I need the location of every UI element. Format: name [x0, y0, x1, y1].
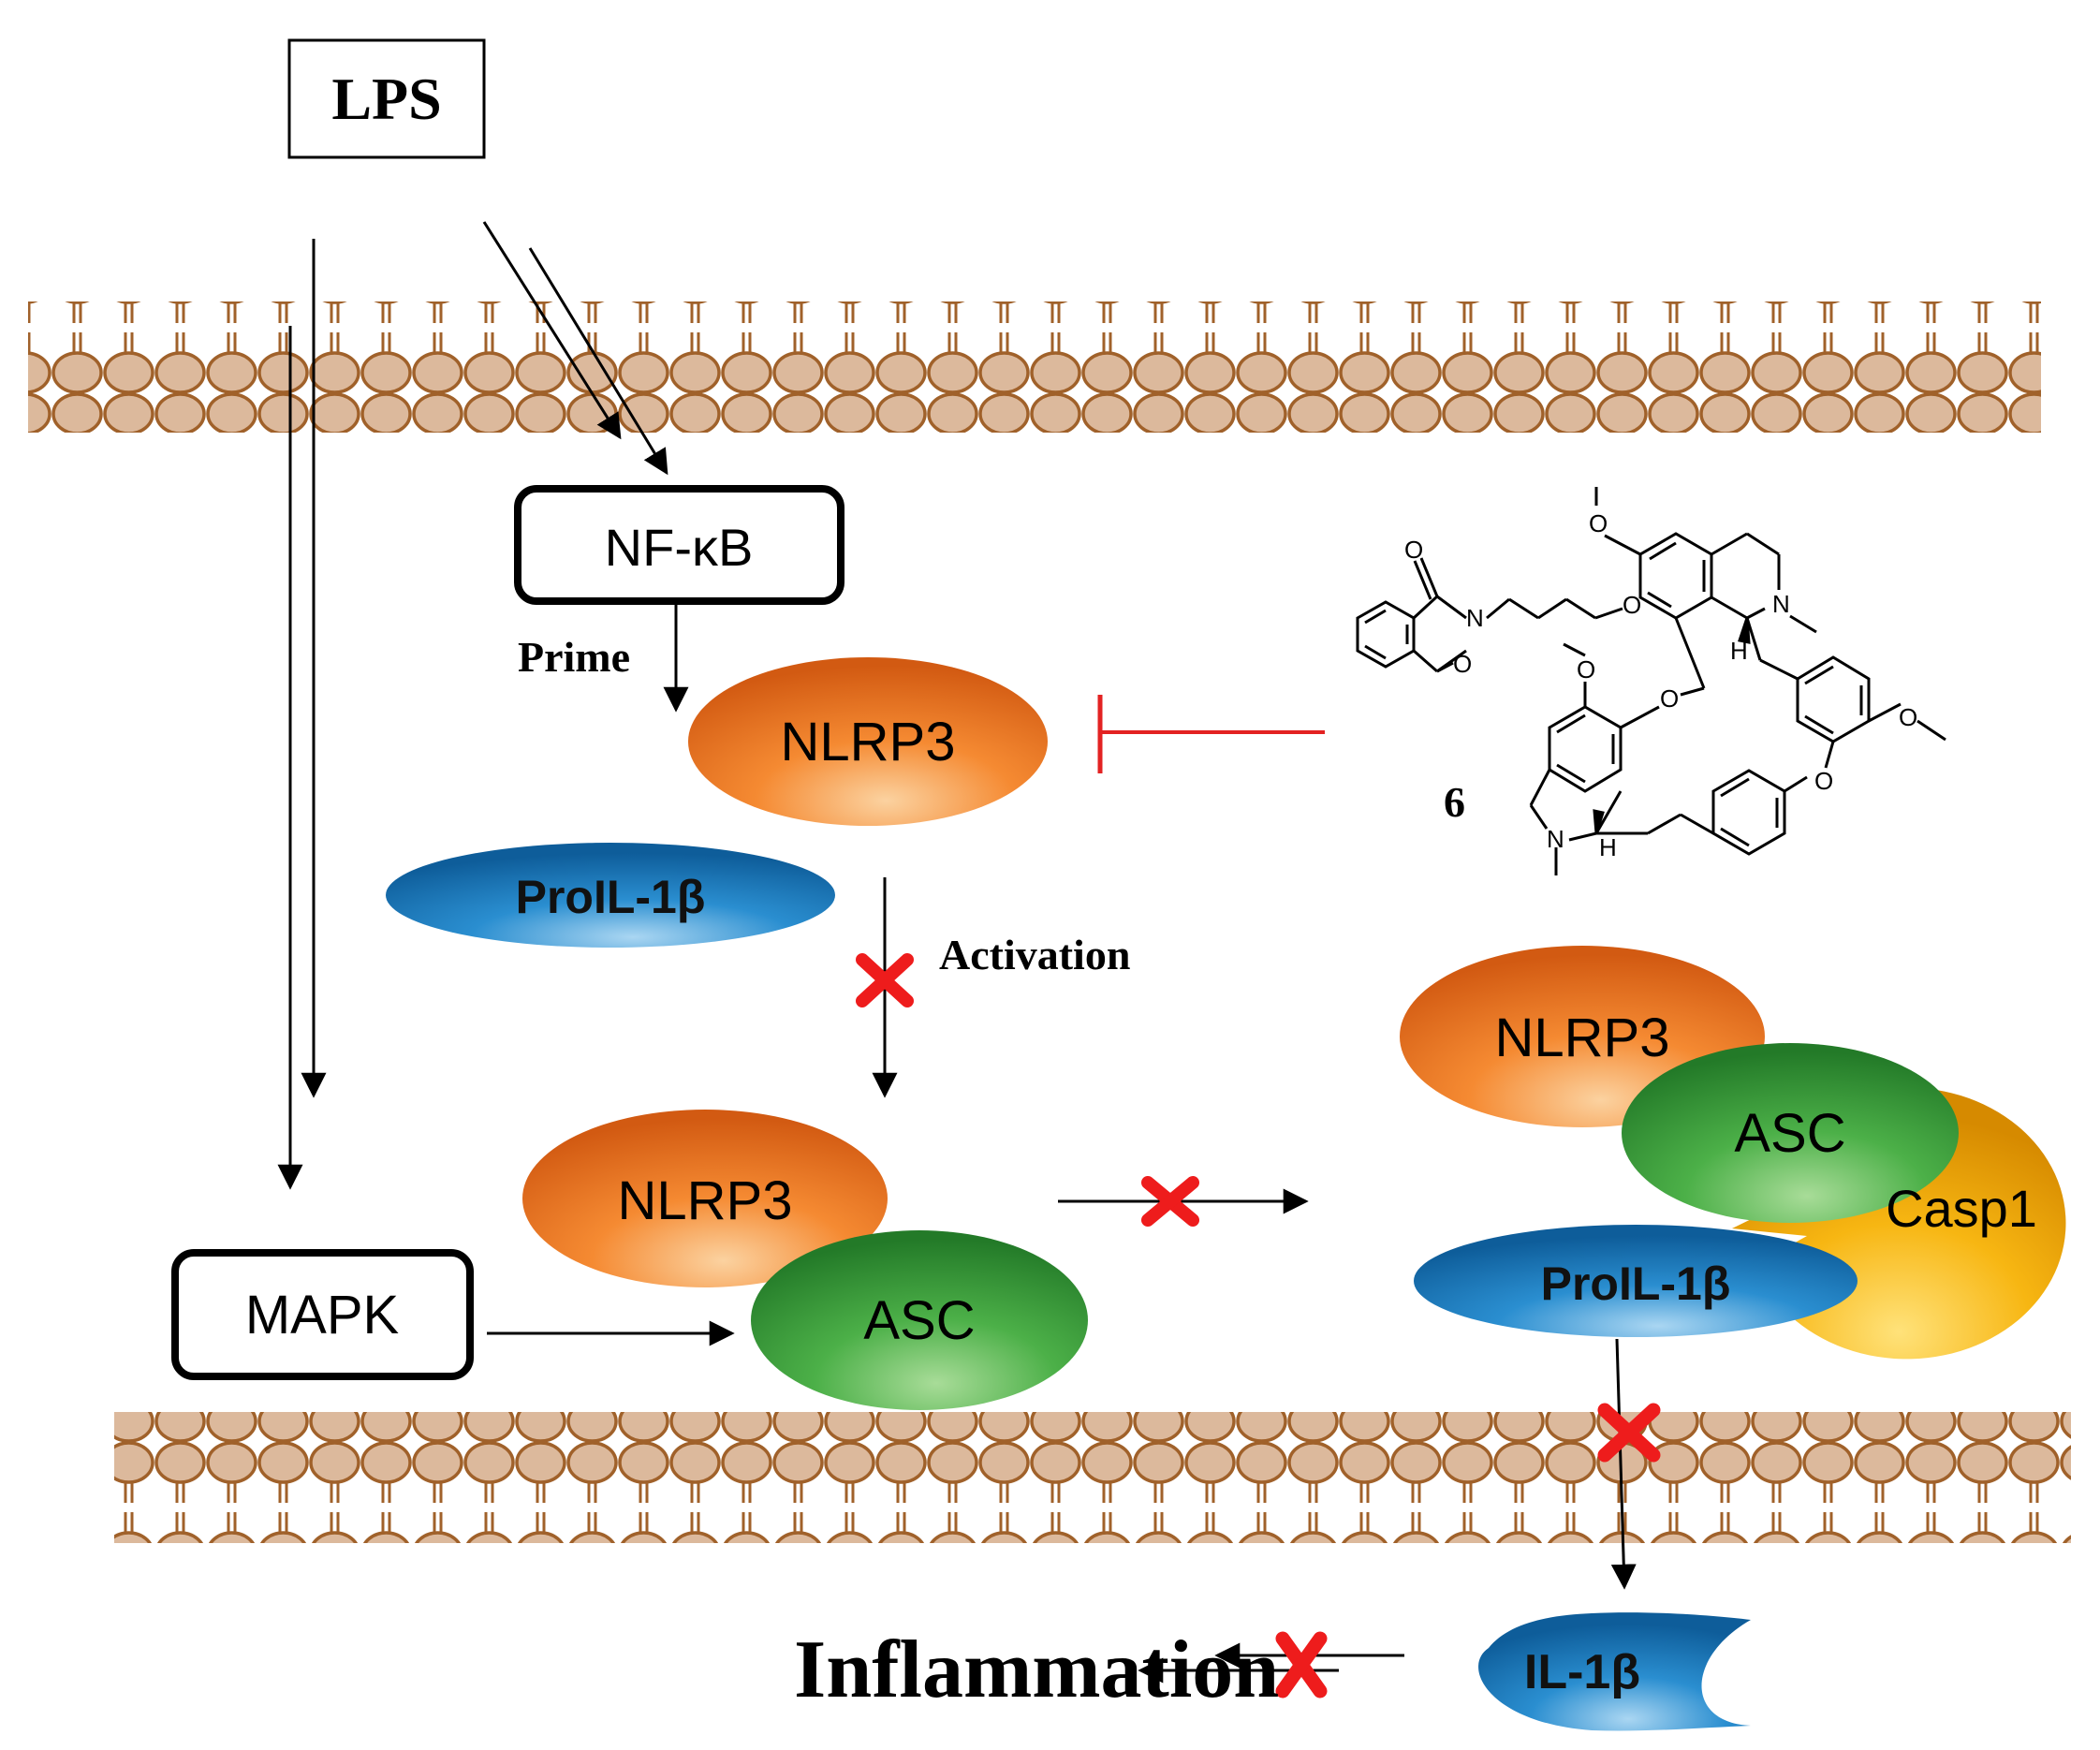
upper-membrane: [28, 301, 2041, 433]
prolil-left-label: ProIL-1β: [516, 871, 706, 923]
nlrp3-right-label: NLRP3: [1495, 1007, 1670, 1068]
lower-membrane: [114, 1412, 2071, 1543]
asc-mid-label: ASC: [863, 1290, 975, 1351]
asc-right: ASC: [1622, 1043, 1959, 1223]
lps-nfkb-arrow-2: [528, 247, 668, 476]
atom-o-ome2: O: [1577, 655, 1595, 684]
nlrp3-top-label: NLRP3: [781, 712, 956, 772]
inhibition-tbar: [1097, 695, 1325, 773]
inflammation-label: Inflammation: [794, 1625, 1279, 1715]
nfkb-label: NF-κB: [605, 518, 754, 577]
atom-n-top: N: [1772, 590, 1790, 618]
inflammation-block-cross: [1275, 1631, 1328, 1699]
structure-atom-labels: O O N O O N H O O O O N H: [1404, 509, 1917, 861]
mapk-box: MAPK: [171, 1249, 474, 1380]
atom-n-bottom: N: [1547, 825, 1564, 853]
mapk-label: MAPK: [245, 1285, 400, 1346]
nlrp3-mid-label: NLRP3: [618, 1170, 793, 1231]
atom-o-ome3: O: [1899, 703, 1917, 731]
release-block-cross: [1597, 1403, 1661, 1463]
atom-h-bottom: H: [1599, 833, 1617, 861]
lps-box: LPS: [287, 38, 486, 159]
assembly-block-cross: [1141, 1176, 1199, 1227]
prolil-left: ProIL-1β: [386, 843, 835, 948]
atom-o-ether-chain: O: [1623, 591, 1641, 619]
activation-label: Activation: [939, 931, 1130, 978]
compound-number: 6: [1444, 778, 1465, 826]
nlrp3-top: NLRP3: [688, 657, 1048, 826]
asc-mid: ASC: [751, 1230, 1088, 1410]
nfkb-box: NF-κB: [514, 485, 844, 605]
il1b-label: IL-1β: [1524, 1645, 1640, 1699]
asc-right-label: ASC: [1734, 1103, 1845, 1164]
atom-n-imide: N: [1466, 604, 1484, 632]
atom-o-bridge2: O: [1814, 767, 1833, 795]
lps-label: LPS: [331, 66, 441, 132]
prolil-right: ProIL-1β: [1414, 1225, 1858, 1337]
nlrp3-mid: NLRP3: [522, 1110, 888, 1287]
atom-o-ome1: O: [1589, 509, 1608, 537]
lps-nfkb-arrow-1: [482, 221, 622, 440]
il1b: IL-1β: [1478, 1612, 1751, 1731]
prolil-right-label: ProIL-1β: [1541, 1257, 1731, 1310]
prime-label: Prime: [518, 633, 630, 681]
atom-o-imide-top: O: [1404, 536, 1423, 564]
release-arrow: [1610, 1338, 1637, 1590]
compound-6-structure: [1356, 487, 1946, 875]
casp1-label: Casp1: [1886, 1179, 2037, 1238]
activation-block-cross: [856, 953, 914, 1007]
atom-o-bridge1: O: [1660, 684, 1679, 713]
atom-h-top: H: [1730, 637, 1748, 665]
atom-o-imide-bottom: O: [1453, 650, 1472, 678]
